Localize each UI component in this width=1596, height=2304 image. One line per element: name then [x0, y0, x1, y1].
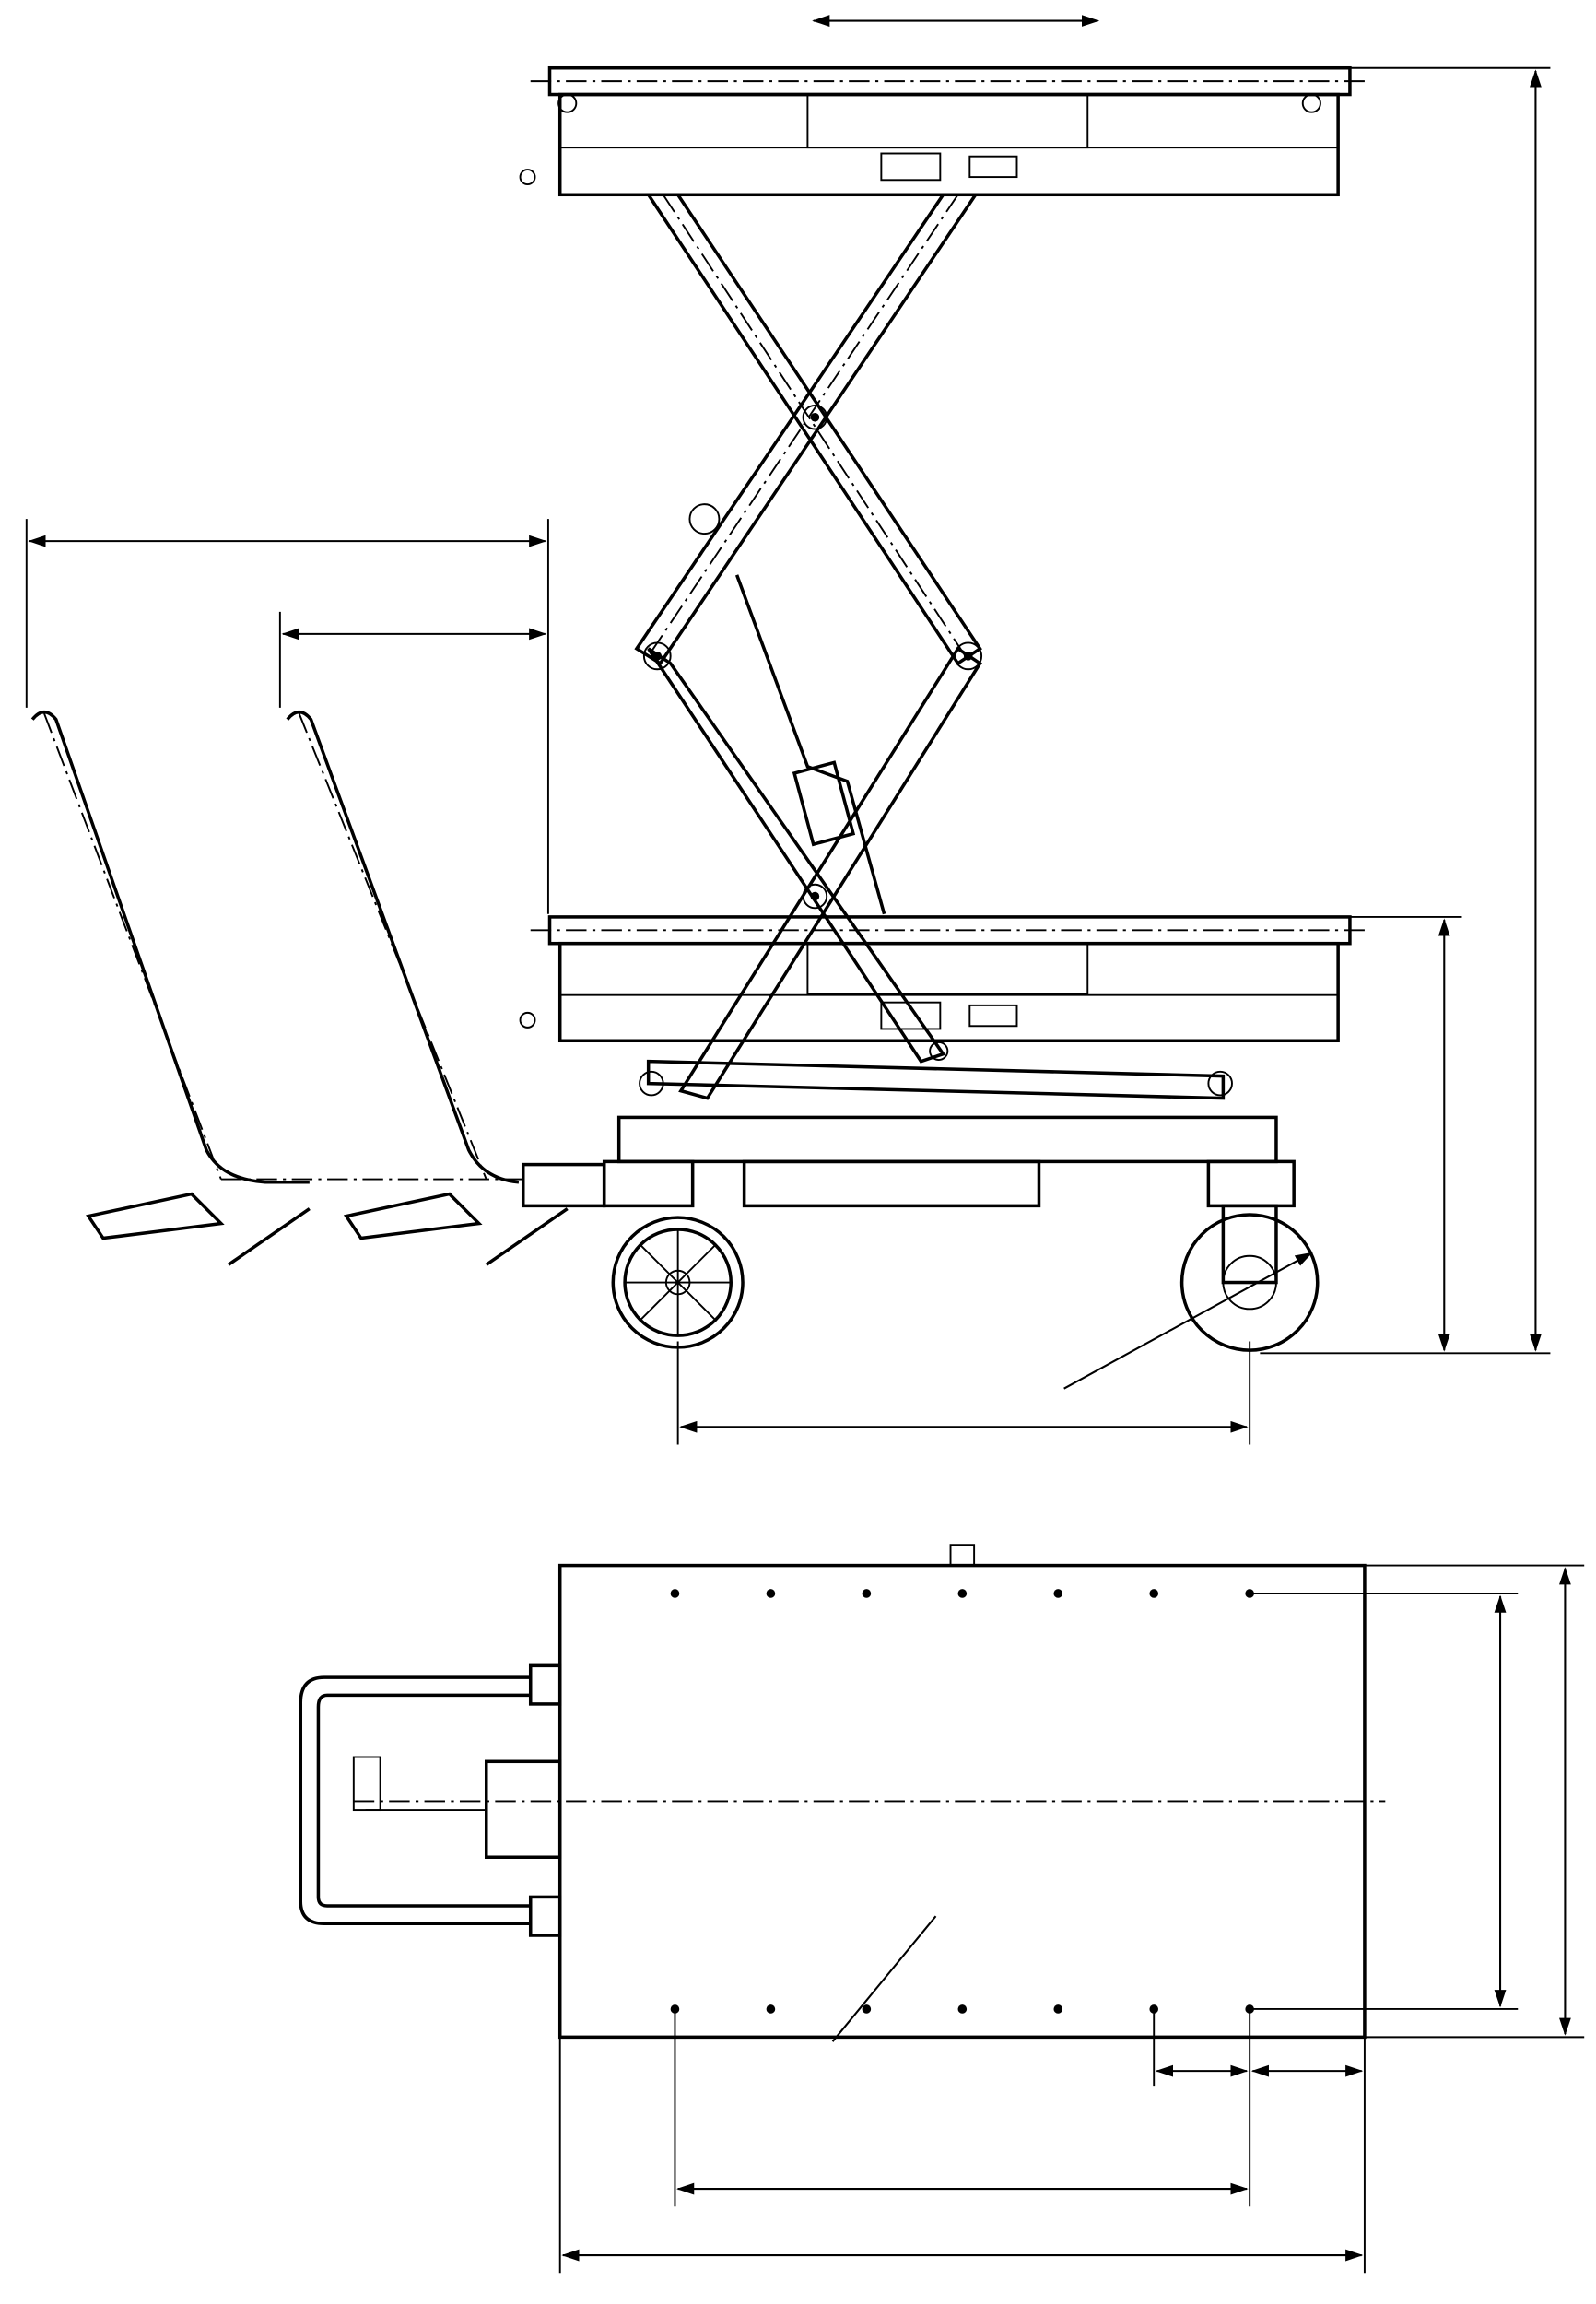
lowered-table	[519, 915, 1371, 1100]
dimensions-side	[25, 66, 1551, 1445]
front-wheel	[611, 1216, 745, 1349]
leader-line	[831, 1915, 937, 2042]
mount-holes	[670, 1589, 1254, 2014]
handle-top	[299, 1675, 531, 1925]
chassis	[521, 1115, 1296, 1208]
wheel-diameter-leader	[1063, 1252, 1313, 1390]
dimensions-top	[558, 1564, 1585, 2274]
side-view	[25, 15, 1551, 1445]
top-view	[299, 1544, 1585, 2274]
scissor-arms	[634, 193, 983, 1100]
raised-table	[519, 65, 1371, 197]
rear-wheel	[1179, 1204, 1320, 1352]
handle-positions	[30, 710, 569, 1266]
label-plate	[880, 152, 942, 182]
hydraulic-cylinder	[734, 574, 886, 915]
pump-mechanism	[484, 1759, 562, 1860]
capacity-plate	[968, 155, 1018, 179]
